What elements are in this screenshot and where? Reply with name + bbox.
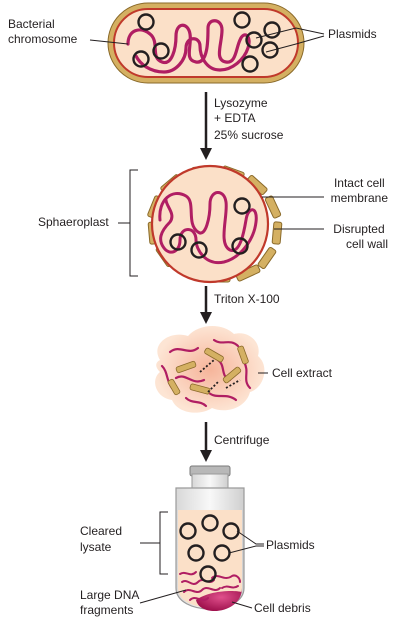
plasmid	[245, 31, 263, 49]
step1-reagents: Lysozyme + EDTA 25% sucrose	[214, 96, 284, 142]
step3-action: Centrifuge	[214, 433, 270, 447]
plasmid	[132, 50, 150, 68]
bacterium	[107, 2, 305, 84]
stage4-leaders	[139, 511, 264, 609]
disrupted-cell-wall-label: Disrupted cell wall	[333, 222, 388, 251]
sphaeroplast	[147, 164, 283, 284]
plasmid	[222, 522, 240, 540]
plasmid	[241, 55, 259, 73]
plasmid	[179, 522, 197, 540]
intact-cell-membrane-label: Intact cell membrane	[331, 176, 389, 205]
cell-debris-label: Cell debris	[254, 601, 311, 615]
leader-line	[265, 35, 325, 53]
stage2-leaders	[118, 169, 324, 277]
sphaeroplast-bracket	[129, 169, 138, 277]
step2-reagent: Triton X-100	[214, 292, 280, 306]
plasmids-group	[132, 11, 281, 73]
arrow-1	[200, 92, 212, 160]
leader-line	[139, 589, 187, 604]
sphaeroplast-chromosome	[158, 191, 258, 265]
leader-line	[228, 545, 264, 554]
arrow-2	[200, 286, 212, 324]
plasmids-label-top: Plasmids	[328, 27, 377, 41]
cell-extract-label: Cell extract	[272, 366, 333, 380]
leader-line	[255, 27, 325, 39]
membrane-fragments	[160, 338, 252, 408]
plasmid	[169, 233, 187, 251]
plasmid	[199, 565, 217, 583]
leader-line	[89, 39, 129, 45]
leader-line	[236, 530, 264, 545]
plasmid	[190, 241, 208, 259]
cell-wall-fragments	[167, 345, 249, 396]
arrow-3	[200, 422, 212, 462]
plasmid	[233, 11, 251, 29]
plasmids-label-bottom: Plasmids	[266, 538, 315, 552]
tube-plasmids	[179, 514, 240, 583]
plasmid	[187, 544, 205, 562]
sphaeroplast-plasmids	[169, 197, 251, 259]
leader-line	[231, 601, 253, 609]
plasmid	[201, 514, 219, 532]
centrifuge-tube	[175, 465, 245, 612]
dna-fragments	[199, 359, 241, 393]
cleared-lysate-bracket	[159, 511, 168, 575]
plasmid	[152, 42, 170, 60]
plasmid	[231, 237, 249, 255]
plasmid	[137, 13, 155, 31]
plasmid	[233, 197, 251, 215]
sphaeroplast-label: Sphaeroplast	[38, 215, 109, 229]
cleared-lysate-label: Cleared lysate	[80, 524, 125, 554]
stage1-leaders	[89, 27, 325, 53]
plasmid	[263, 21, 281, 39]
tube-neck	[191, 473, 229, 489]
cell-extract-blob	[155, 325, 265, 413]
large-dna-fragments-label: Large DNA fragments	[80, 588, 142, 617]
bacterial-chromosome-label: Bacterial chromosome	[8, 17, 78, 46]
cell-debris-pellet	[196, 588, 242, 612]
bacterial-chromosome	[126, 19, 251, 74]
plasmid	[261, 41, 279, 59]
cell-extract	[155, 325, 265, 413]
